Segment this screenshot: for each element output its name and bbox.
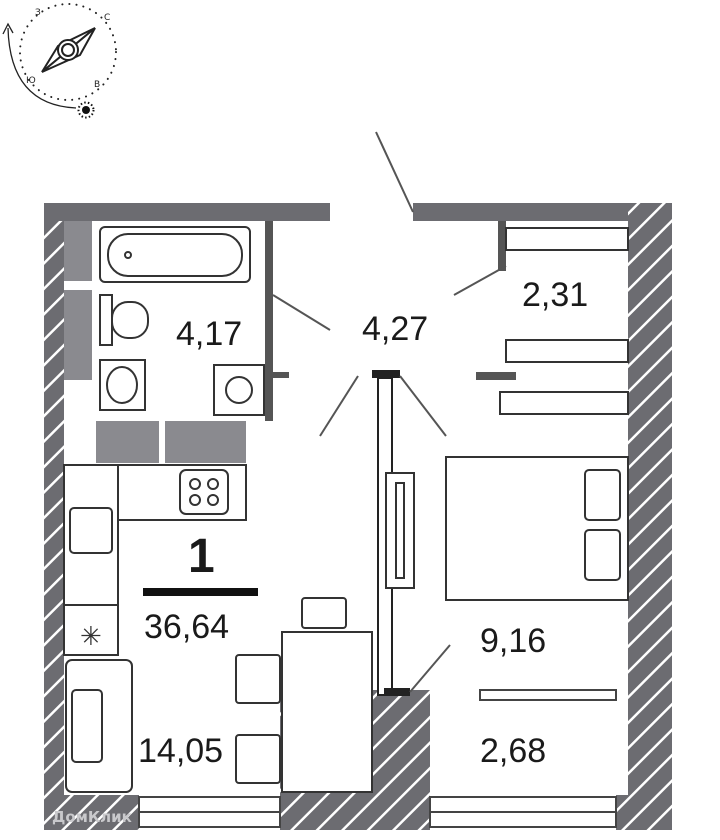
fixtures: ✳ — [63, 226, 629, 793]
chair — [235, 654, 281, 704]
total-area: 36,64 — [144, 608, 229, 646]
compass-east: В — [94, 80, 100, 90]
kitchen-counter — [63, 464, 119, 656]
area-balcony: 2,68 — [480, 732, 546, 770]
compass-north: С — [104, 13, 110, 23]
fridge-icon: ✳ — [80, 621, 102, 651]
watermark: ДомКлик — [52, 808, 132, 826]
wardrobe-rail — [499, 391, 629, 415]
rooms-count: 1 — [188, 530, 215, 583]
area-bathroom: 4,17 — [176, 315, 242, 353]
area-wardrobe: 2,31 — [522, 276, 588, 314]
toilet-icon — [99, 294, 113, 346]
doors — [272, 131, 507, 693]
wardrobe-rail — [505, 339, 629, 363]
area-kitchen-living: 14,05 — [138, 732, 223, 770]
sun-icon — [77, 101, 95, 119]
area-bedroom: 9,16 — [480, 622, 546, 660]
rotation-arrow-icon — [7, 27, 77, 109]
compass: З С Ю В — [2, 3, 117, 119]
dining-table — [281, 631, 373, 793]
labels: 4,17 4,27 2,31 1 36,64 9,16 14,05 2,68 Д… — [52, 276, 588, 826]
chair — [235, 734, 281, 784]
area-hallway: 4,27 — [362, 310, 428, 348]
wardrobe-rail — [505, 227, 629, 251]
kitchen-sink-icon — [69, 507, 113, 554]
compass-west: З — [35, 8, 41, 18]
chair — [301, 597, 347, 629]
compass-south: Ю — [26, 76, 36, 86]
